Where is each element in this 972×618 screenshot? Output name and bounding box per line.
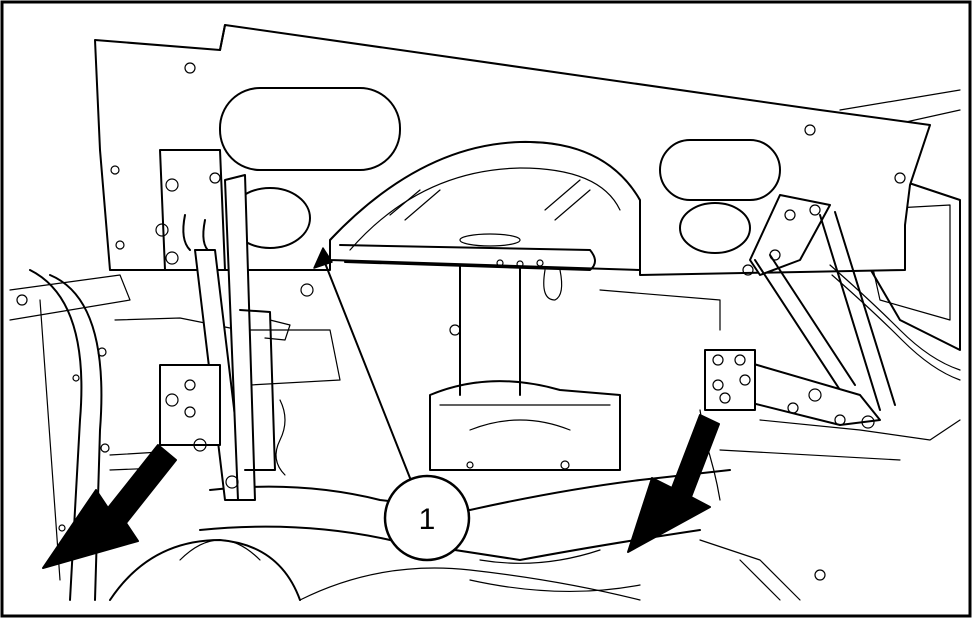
left-direction-arrow — [42, 444, 177, 569]
right-direction-arrow — [627, 414, 720, 553]
direction-arrows — [42, 414, 720, 569]
callout-1: 1 — [383, 474, 471, 562]
access-panel — [94, 24, 931, 297]
callout-leaders — [313, 247, 411, 479]
left-bracket-assembly — [155, 149, 291, 501]
callout-label: 1 — [419, 503, 436, 536]
right-bracket-assembly — [699, 194, 961, 501]
leader-arrowhead — [313, 247, 333, 269]
callout-circle — [383, 474, 471, 562]
